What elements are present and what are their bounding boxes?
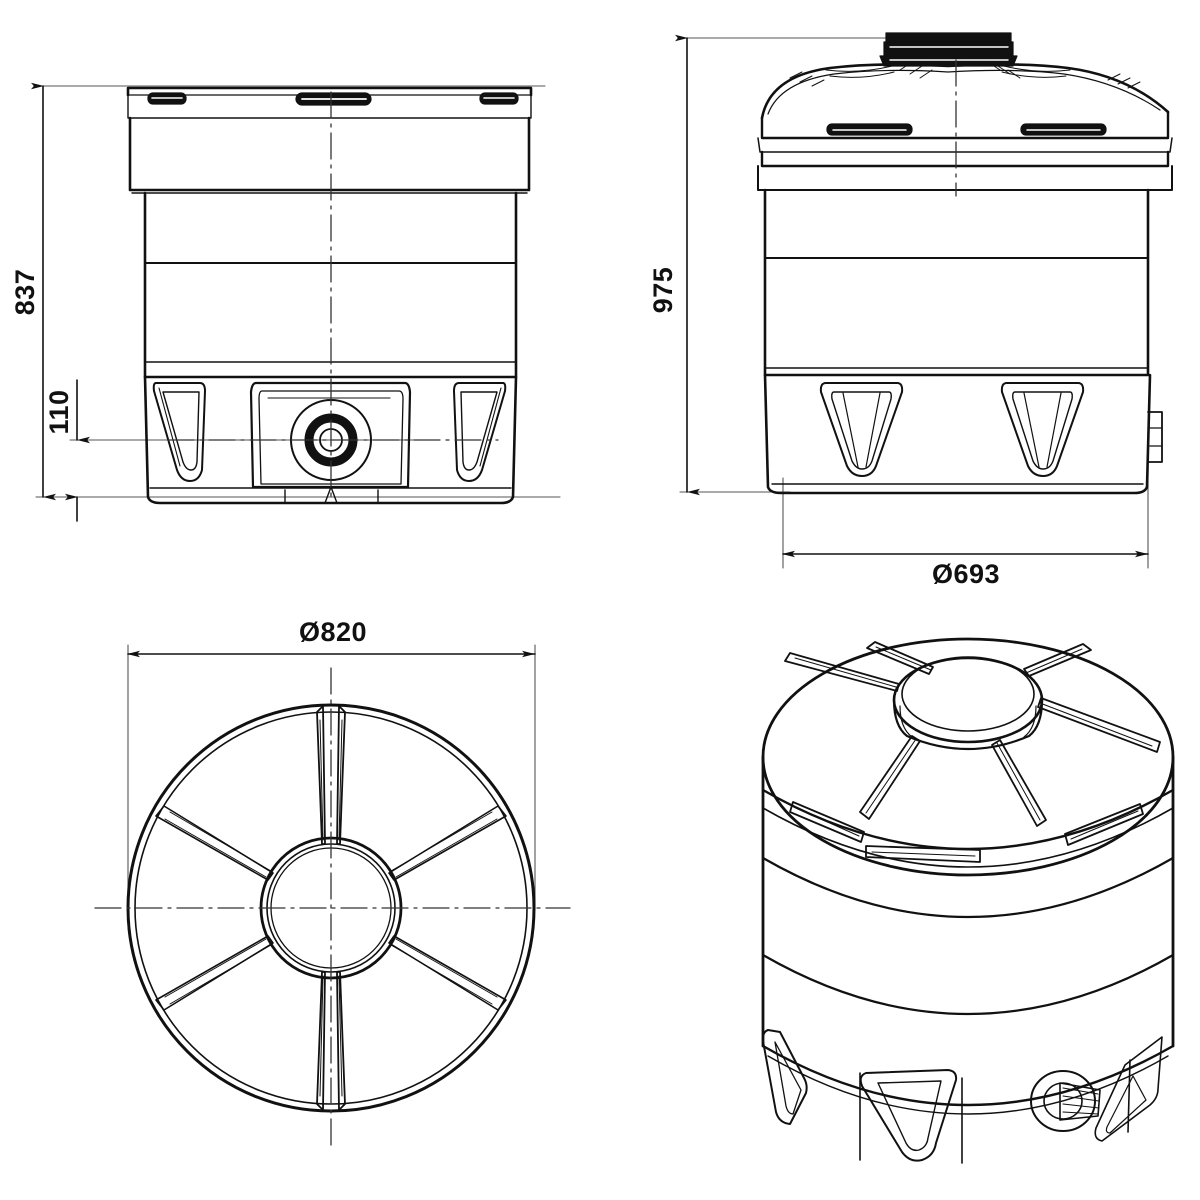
iso-rib-right — [1037, 697, 1161, 753]
iso-rim-band-inner — [762, 807, 1174, 868]
iso-body-rib-2 — [761, 953, 1175, 1016]
side-dome-ribs — [789, 61, 1141, 89]
iso-deck-ribs — [784, 641, 1161, 827]
iso-base-curve — [761, 1044, 1175, 1107]
front-collar-band — [128, 116, 531, 192]
side-collar — [757, 165, 1173, 191]
side-foot-right — [1000, 382, 1085, 477]
iso-rib-near-right — [991, 739, 1047, 827]
plan-radial-ribs — [155, 705, 507, 1111]
iso-rib-far-top — [866, 641, 934, 675]
side-rim-band-3 — [760, 150, 1170, 168]
handle-center — [295, 92, 372, 106]
iso-body-sides — [761, 755, 1175, 1048]
handle-right — [479, 92, 519, 105]
iso-screw-cap — [892, 656, 1044, 751]
isometric-3d-view — [761, 637, 1175, 1164]
handle-left — [147, 92, 187, 105]
iso-foot-left — [761, 1029, 808, 1125]
front-shoulder — [127, 94, 532, 119]
side-base-skirt — [763, 373, 1152, 495]
side-rim-handles — [826, 123, 1107, 136]
iso-rib-far-right — [1023, 643, 1092, 677]
iso-outlet-valve — [1030, 1070, 1101, 1132]
side-dome-outer — [760, 63, 1170, 120]
plan-rib-bottom — [316, 971, 346, 1111]
iso-foot-right — [1094, 1036, 1163, 1142]
plan-rib-lower-left — [155, 935, 274, 1011]
side-cylinder-body — [763, 188, 1150, 377]
iso-base-band-lines — [859, 1059, 1131, 1164]
front-lid-handles — [147, 92, 519, 106]
front-base-skirt — [143, 375, 518, 505]
iso-body-rib-1 — [761, 856, 1175, 919]
plan-rib-lower-right — [388, 935, 507, 1011]
plan-extension-lines — [127, 644, 536, 911]
side-rim-band-2 — [757, 137, 1173, 153]
front-top-deck — [126, 86, 533, 97]
iso-rib-near-left — [859, 735, 921, 820]
dimension-label-820: Ø820 — [299, 617, 367, 647]
front-elevation-view — [31, 82, 561, 522]
iso-base-curve-inner — [767, 1055, 1169, 1115]
front-foot-left — [152, 382, 206, 482]
plan-centerlines — [94, 667, 571, 1149]
dimension-label-975: 975 — [648, 267, 678, 314]
side-foot-left — [819, 382, 904, 477]
side-rim-band-1 — [760, 110, 1170, 140]
iso-rim-handles — [789, 801, 1144, 863]
side-elevation-view — [675, 32, 1173, 569]
side-dome-inner — [767, 69, 1161, 115]
plan-rib-top — [316, 705, 346, 845]
iso-rib-far-left — [784, 652, 900, 692]
front-cylinder-body — [143, 191, 518, 379]
top-plan-view — [94, 644, 571, 1149]
front-foot-right — [453, 382, 507, 482]
plan-rib-upper-right — [388, 805, 507, 881]
iso-foot-front — [859, 1069, 958, 1162]
dimension-label-110: 110 — [44, 389, 74, 434]
side-screw-cap — [879, 32, 1018, 67]
plan-rib-upper-left — [155, 805, 274, 881]
dimension-label-693: Ø693 — [932, 559, 1000, 589]
dimension-label-837: 837 — [10, 269, 40, 316]
side-outlet-nub — [1147, 411, 1163, 463]
front-centerlines — [167, 91, 499, 501]
